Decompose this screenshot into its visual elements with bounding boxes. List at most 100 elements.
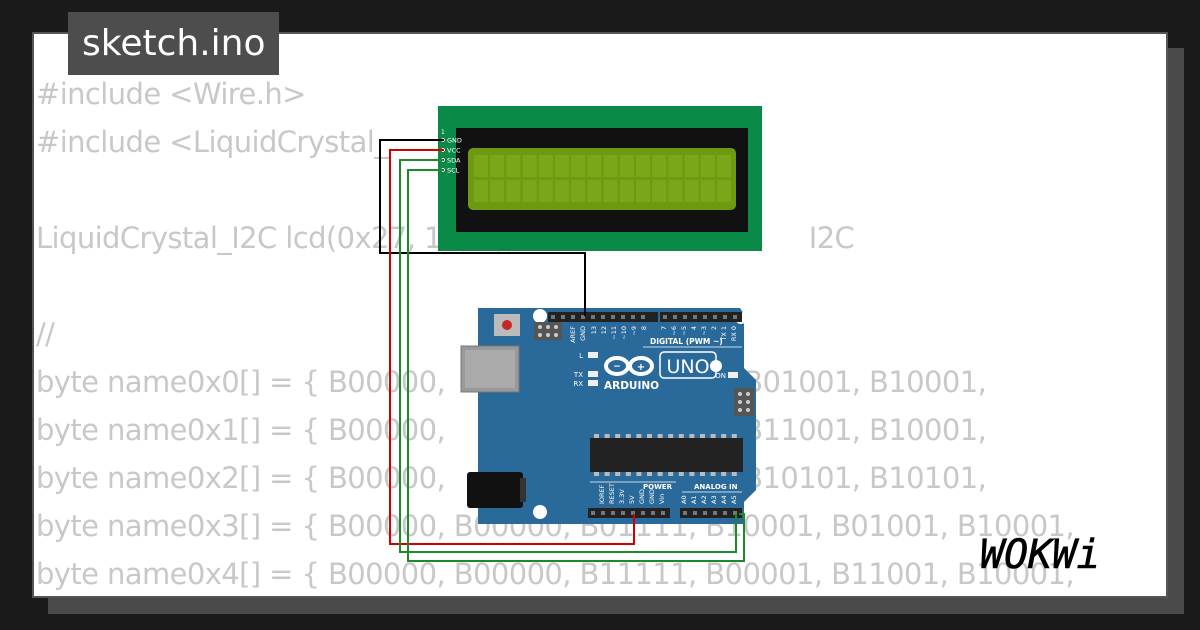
wokwi-logo-text: WOKWi — [980, 532, 1100, 578]
digital-pin-label: 13 — [590, 326, 598, 334]
digital-pin-label: GND — [579, 326, 587, 341]
digital-header-right — [660, 312, 742, 322]
wokwi-logo: WOKWi — [980, 532, 1101, 578]
power-pin-label: RESET — [608, 483, 616, 504]
digital-pin-label: ~10 — [620, 326, 628, 340]
lcd-cell — [538, 180, 553, 202]
header-pin — [621, 511, 625, 515]
header-pin — [571, 315, 575, 319]
lcd-character-cells — [474, 155, 731, 202]
power-pin-label: 5V — [628, 495, 636, 504]
code-line: // — [36, 317, 55, 351]
header-pin — [713, 511, 717, 515]
uno-label: UNO — [666, 356, 709, 378]
header-pin — [591, 511, 595, 515]
arduino-infinity-logo: − + — [604, 356, 654, 376]
svg-text:+: + — [637, 362, 645, 373]
digital-pin-label: RX 0 — [730, 326, 738, 341]
lcd-pin-label: GND — [447, 137, 462, 145]
digital-pin-label: ~6 — [670, 326, 678, 336]
lcd-cell — [700, 155, 715, 177]
code-line: byte name0x2[] = { B00000, B10001, B1010… — [36, 461, 987, 495]
analog-pin-label: A1 — [690, 495, 698, 504]
analog-label: ANALOG IN — [694, 483, 738, 491]
header-pin — [641, 511, 645, 515]
digital-label: DIGITAL (PWM ~) — [650, 337, 723, 346]
status-led — [588, 371, 598, 377]
digital-pin-label: ~9 — [630, 326, 638, 336]
status-led — [588, 380, 598, 386]
sketch-title: sketch.ino — [68, 12, 280, 75]
header-pin — [703, 511, 707, 515]
lcd-pin-label: VCC — [447, 147, 461, 155]
lcd-cell — [555, 155, 569, 177]
mount-hole — [533, 505, 547, 519]
analog-pin-label: A5 — [730, 495, 738, 504]
status-led — [588, 352, 598, 358]
header-pin — [683, 511, 687, 515]
arduino-brand-label: ARDUINO — [604, 380, 659, 392]
wire-scl — [407, 169, 745, 562]
header-pin — [631, 315, 635, 319]
code-line: #include <LiquidCrystal_ — [36, 125, 389, 159]
power-pin-label: 3.3V — [618, 489, 626, 504]
lcd-cell — [717, 155, 731, 177]
header-pin — [641, 315, 645, 319]
led-label: L — [579, 352, 583, 360]
wire-sda — [399, 159, 737, 553]
lcd-cell — [684, 180, 699, 202]
header-pin — [693, 511, 697, 515]
lcd-cell — [587, 155, 602, 177]
header-pin — [611, 511, 615, 515]
wire-gnd — [379, 139, 586, 316]
power-pin-label: Vin — [658, 494, 666, 504]
lcd-cell — [619, 155, 634, 177]
lcd-cell — [700, 180, 715, 202]
header-pin — [601, 315, 605, 319]
mount-hole — [533, 309, 547, 323]
atmega-chip — [590, 438, 743, 472]
power-pin-label: GND — [648, 489, 656, 504]
header-pin — [561, 315, 565, 319]
svg-text:−: − — [613, 362, 621, 372]
power-label: POWER — [643, 483, 673, 491]
lcd-cell — [717, 180, 731, 202]
lcd-cell — [474, 155, 488, 177]
header-pin — [631, 511, 635, 515]
header-pin — [703, 315, 707, 319]
digital-pin-label: 4 — [690, 326, 698, 330]
power-jack — [467, 472, 523, 508]
header-pin — [621, 315, 625, 319]
digital-pin-label: ~5 — [680, 326, 688, 336]
lcd-cell — [636, 180, 650, 202]
lcd-cell — [684, 155, 699, 177]
header-pin — [713, 315, 717, 319]
header-pin — [551, 315, 555, 319]
header-pin — [723, 315, 727, 319]
lcd-cell — [571, 180, 586, 202]
digital-pin-label: ~11 — [610, 326, 618, 340]
header-pin — [733, 511, 737, 515]
lcd-cell — [490, 180, 505, 202]
digital-pin-label: ~3 — [700, 326, 708, 336]
digital-pin-label: 2 — [710, 326, 718, 330]
digital-pin-label: 7 — [660, 326, 668, 330]
led-label: TX — [573, 371, 583, 379]
lcd-cell — [603, 180, 618, 202]
analog-pin-label: A2 — [700, 495, 708, 504]
analog-pin-label: A0 — [680, 495, 688, 504]
header-pin — [733, 315, 737, 319]
analog-pin-label: A4 — [720, 495, 728, 504]
header-pin — [683, 315, 687, 319]
header-pin — [661, 511, 665, 515]
lcd-cell — [668, 180, 683, 202]
header-pin — [651, 511, 655, 515]
lcd-cell — [619, 180, 634, 202]
lcd-cell — [571, 155, 586, 177]
lcd-cell — [474, 180, 488, 202]
wire-vcc — [389, 149, 635, 545]
header-pin — [663, 315, 667, 319]
